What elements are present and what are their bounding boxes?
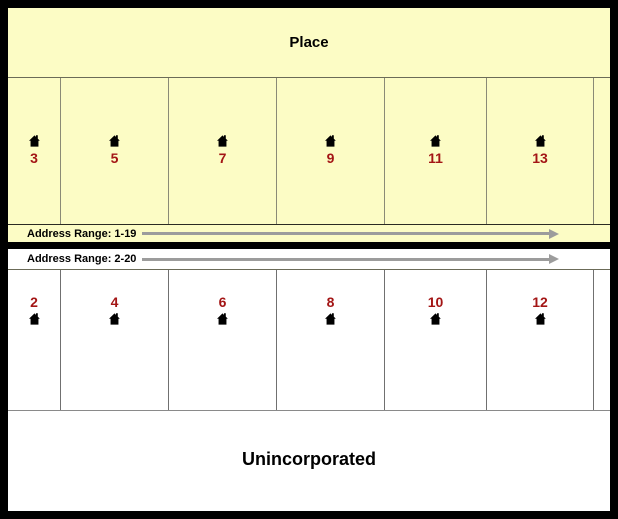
parcel-lot-5: 5 [61, 78, 169, 224]
place-parcels-row: 3 5 7 9 11 13 [8, 78, 610, 224]
house-icon [28, 135, 40, 148]
parcel-lot-2: 2 [8, 270, 61, 410]
house-icon [28, 313, 40, 325]
parcel-lot-3: 3 [8, 78, 61, 224]
even-address-range-strip: Address Range: 2-20 [8, 249, 610, 269]
lot-number: 4 [110, 294, 119, 310]
parcel-lot-7: 7 [169, 78, 277, 224]
parcel-partial-right [594, 78, 610, 224]
place-header: Place [8, 8, 610, 77]
house-icon [109, 135, 120, 148]
house-icon [109, 313, 120, 325]
parcel-lot-13: 13 [487, 78, 594, 224]
parcel-lot-12: 12 [487, 270, 594, 410]
lot-number: 6 [218, 294, 227, 310]
house-icon [430, 313, 441, 325]
parcel-lot-9: 9 [277, 78, 385, 224]
street-centerline [8, 242, 610, 249]
house-icon [430, 135, 441, 148]
lot-number: 12 [532, 294, 548, 310]
even-range-label: Address Range: 2-20 [27, 253, 137, 265]
house-icon [534, 313, 546, 325]
right-arrow-icon [142, 254, 559, 264]
arrow-shaft [142, 232, 549, 235]
lot-number: 7 [218, 150, 227, 167]
arrow-head [549, 254, 559, 264]
unincorporated-title: Unincorporated [241, 448, 376, 469]
parcel-lot-8: 8 [277, 270, 385, 410]
lot-number: 3 [30, 150, 38, 167]
right-arrow-icon [142, 228, 559, 239]
lot-number: 8 [326, 294, 335, 310]
divider-line [8, 224, 610, 225]
divider-line [8, 410, 610, 411]
unincorporated-parcels-row: 2 4 6 8 10 12 [8, 270, 610, 410]
house-icon [217, 313, 228, 325]
arrow-shaft [142, 257, 549, 261]
parcel-partial-right [594, 270, 610, 410]
odd-address-range-strip: Address Range: 1-19 [8, 225, 610, 242]
place-title: Place [289, 34, 329, 51]
lot-number: 9 [326, 150, 335, 167]
unincorporated-area: Unincorporated [8, 411, 610, 511]
lot-number: 10 [427, 294, 444, 310]
lot-number: 13 [532, 150, 548, 167]
divider-line [8, 77, 610, 78]
divider-line [8, 269, 610, 270]
odd-range-label: Address Range: 1-19 [27, 227, 137, 240]
parcel-lot-6: 6 [169, 270, 277, 410]
parcel-lot-11: 11 [385, 78, 487, 224]
house-icon [534, 135, 546, 148]
arrow-head [549, 228, 559, 239]
lot-number: 11 [428, 150, 443, 167]
lot-number: 2 [30, 294, 38, 310]
parcel-lot-4: 4 [61, 270, 169, 410]
parcel-lot-10: 10 [385, 270, 487, 410]
house-icon [325, 135, 336, 148]
lot-number: 5 [110, 150, 119, 167]
house-icon [325, 313, 336, 325]
house-icon [217, 135, 228, 148]
